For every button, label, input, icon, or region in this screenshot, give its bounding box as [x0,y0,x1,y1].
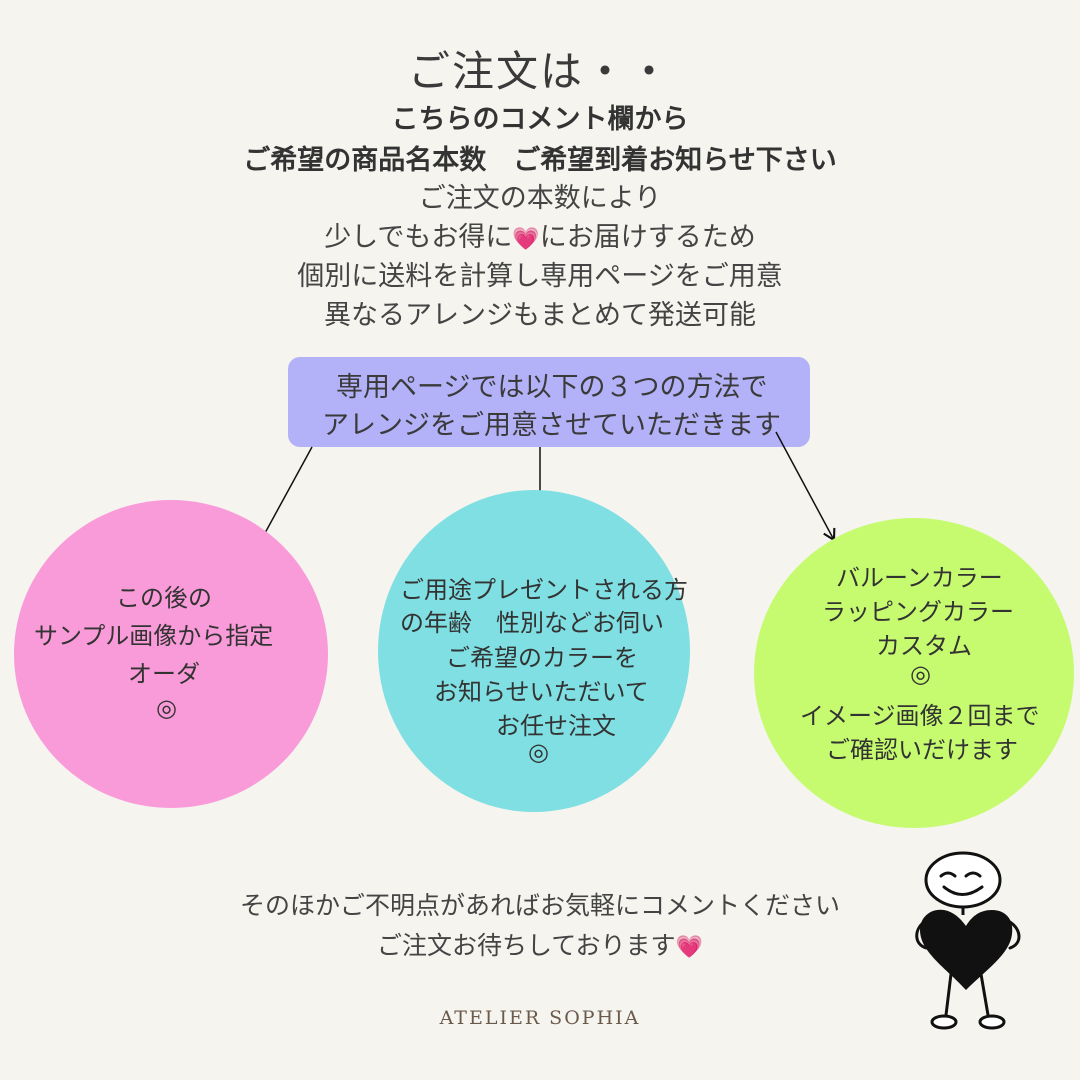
footer-line-2-text: ご注文お待ちしております [377,931,676,960]
option-1-line-2: サンプル画像から指定 [34,622,274,650]
option-1-line-1: この後の [116,584,212,612]
info-line-2: 少しでもお得に💗にお届けするため [0,215,1080,254]
method-box-line-1: 専用ページでは以下の３つの方法で [336,372,768,403]
heart-icon: 💗 [675,935,703,960]
info-line-2-text-b: にお届けするため [539,222,756,253]
option-2-line-4: お知らせいただいて [434,678,649,706]
option-3-line-3: カスタム [876,632,972,660]
heart-icon: 💗 [512,227,540,252]
option-3-line-5: イメージ画像２回まで [800,702,1040,730]
instruction-line-1: こちらのコメント欄から [391,104,689,135]
smiley-heart-character-illustration [915,851,1021,1030]
page-title: ご注文は・・ [407,47,672,96]
option-circle-color-custom [754,518,1074,828]
double-circle-icon: ◎ [156,694,177,722]
option-circle-sample-order [14,500,328,808]
footer-line-2: ご注文お待ちしております💗 [0,926,1080,962]
info-line-4: 異なるアレンジもまとめて発送可能 [324,300,756,331]
method-box-line-2: アレンジをご用意させていただきます [322,410,781,441]
option-3-line-2: ラッピングカラー [822,598,1014,626]
option-2-line-5: お任せ注文 [496,712,616,740]
info-line-1: ご注文の本数により [418,183,662,214]
footer-line-1: そのほかご不明点があればお気軽にコメントください [239,891,840,920]
double-circle-icon: ◎ [528,738,549,766]
double-circle-icon: ◎ [910,660,931,688]
option-2-line-2: の年齢 性別などお伺い [400,609,664,637]
brand-name: ATELIER SOPHIA [439,1007,641,1029]
info-line-2-text-a: 少しでもお得に [324,222,513,253]
method-box [288,357,810,447]
info-line-3: 個別に送料を計算し専用ページをご用意 [297,261,783,292]
arrow-icon-right [775,431,836,542]
option-circle-custom-order [378,490,690,812]
option-1-line-3: オーダ [128,660,200,688]
instruction-line-2: ご希望の商品名本数 ご希望到着お知らせ下さい [243,145,837,176]
option-2-line-1: ご用途プレゼントされる方 [400,576,688,604]
option-2-line-3: ご希望のカラーを [446,644,638,672]
option-3-line-6: ご確認いだけます [826,736,1018,764]
option-3-line-1: バルーンカラー [836,564,1003,592]
